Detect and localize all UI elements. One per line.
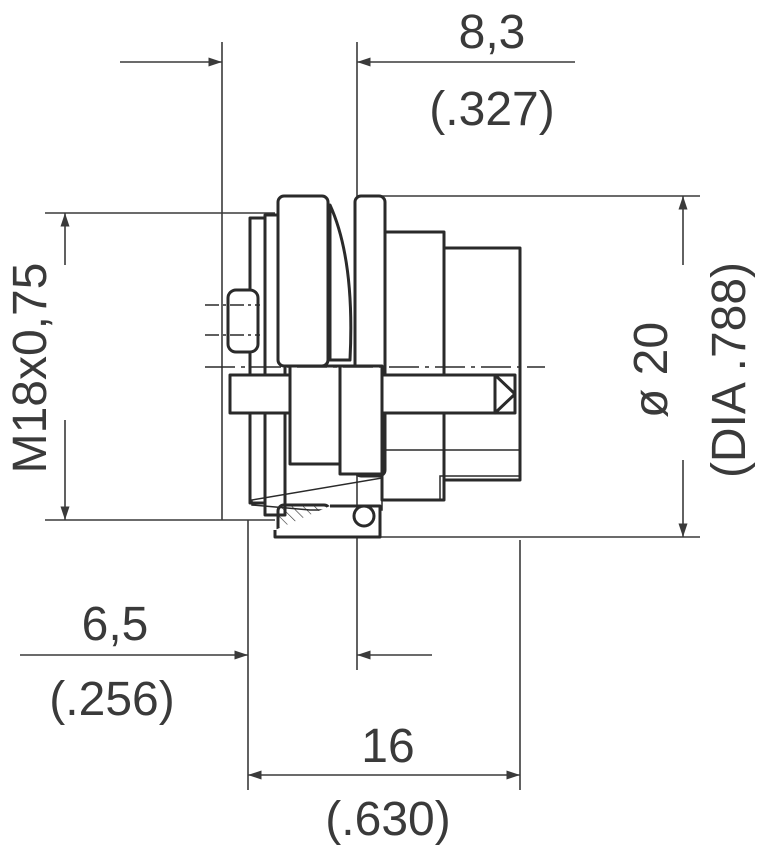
dimension-arrows — [20, 57, 688, 780]
top-offset-metric: 8,3 — [459, 6, 526, 59]
extension-lines — [45, 42, 700, 790]
length-imperial: (.630) — [325, 793, 450, 846]
top-offset-imperial: (.327) — [429, 83, 554, 136]
flange-offset-imperial: (.256) — [49, 673, 174, 726]
diameter-metric: ø 20 — [625, 322, 678, 418]
thread-label: M18x0,75 — [4, 263, 57, 474]
flange-offset-metric: 6,5 — [82, 598, 149, 651]
connector-part — [205, 194, 545, 539]
length-metric: 16 — [361, 720, 414, 773]
diameter-imperial: (DIA .788) — [703, 262, 756, 478]
